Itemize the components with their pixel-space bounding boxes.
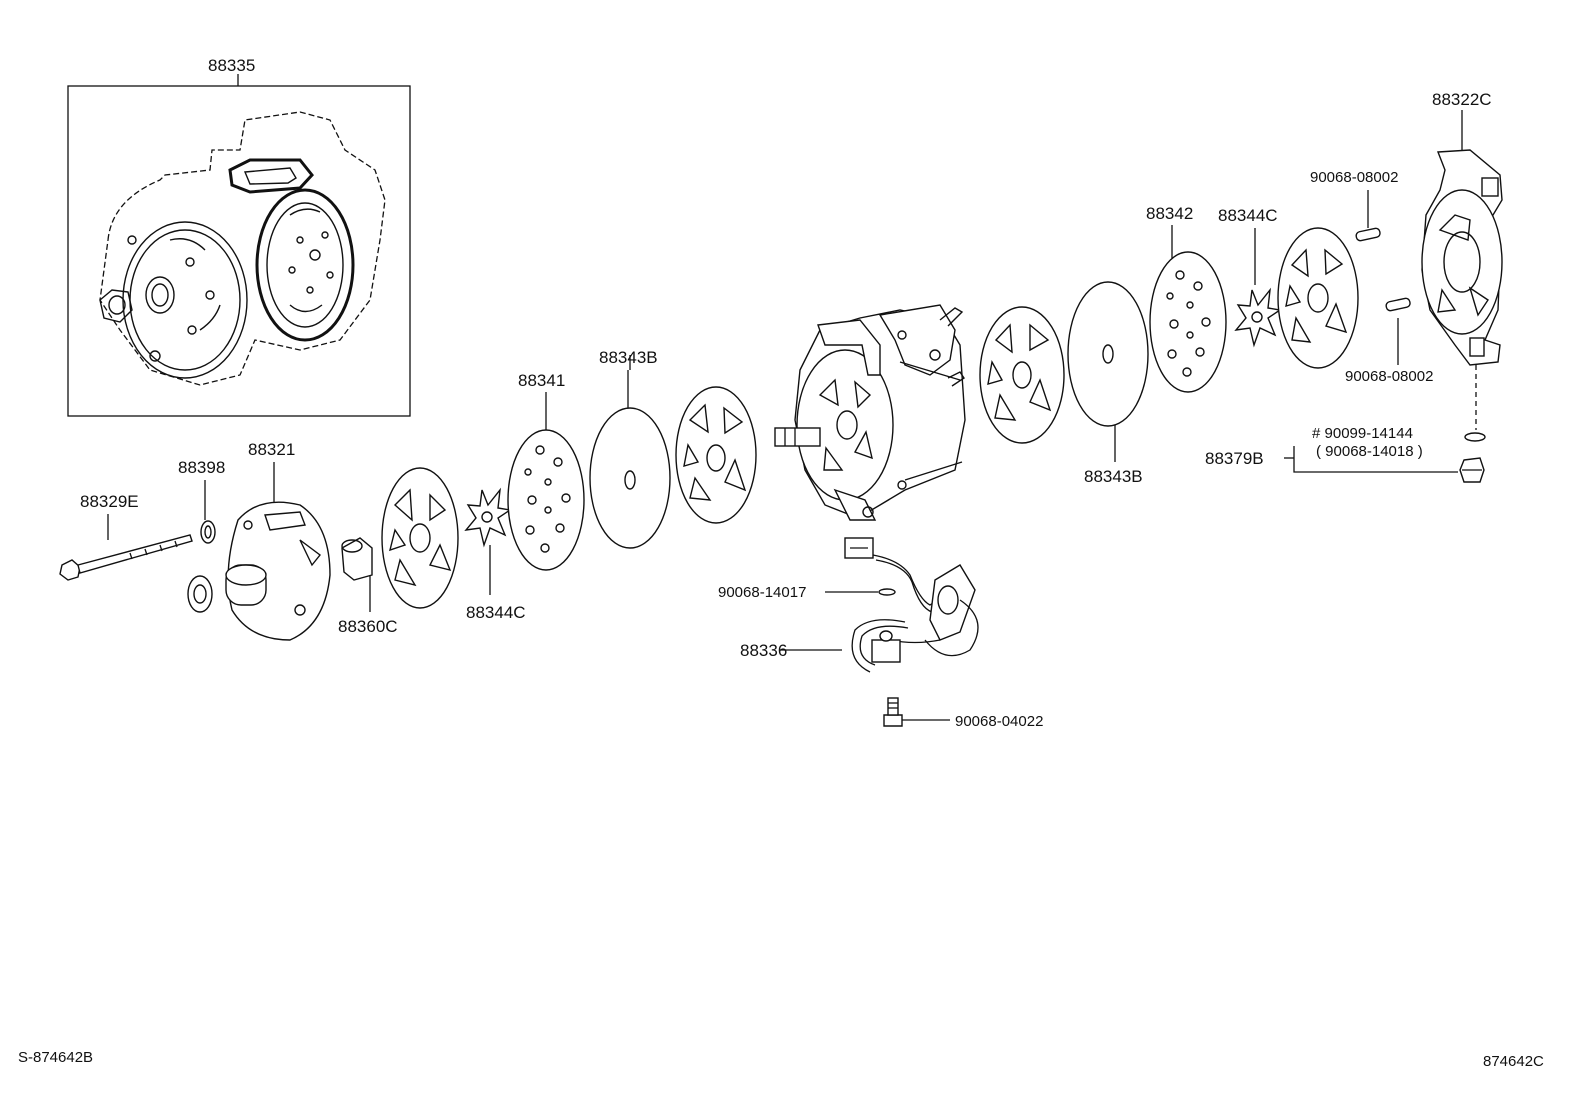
label-88379B: 88379B [1205, 449, 1264, 468]
reed-valve-88344C-right [1234, 228, 1282, 348]
valve-plate-left [381, 467, 459, 609]
relief-valve-88379B [1284, 446, 1485, 483]
label-88329E: 88329E [80, 492, 139, 511]
gasket-kit-box [67, 74, 411, 417]
label-88336: 88336 [740, 641, 787, 660]
label-88398: 88398 [178, 458, 225, 477]
footer-code-right: 874642C [1483, 1053, 1544, 1070]
valve-plate-88341 [507, 392, 585, 571]
screw-90068-04022 [883, 697, 950, 727]
shaft-seal-88360C [341, 537, 373, 612]
label-90068-04022: 90068-04022 [955, 713, 1043, 730]
label-90068-08002-top: 90068-08002 [1310, 169, 1398, 186]
label-88344C-left: 88344C [466, 603, 526, 622]
gasket-88343B-right [1067, 281, 1149, 462]
suction-valve-plate [1277, 227, 1359, 369]
gasket-88343B-left [589, 370, 671, 549]
label-90099-14144: # 90099-14144 [1312, 425, 1413, 442]
front-housing-88321 [225, 462, 331, 641]
pin-bottom [1385, 297, 1411, 365]
footer-code-left: S-874642B [18, 1049, 93, 1066]
compressor-body [774, 304, 966, 521]
label-90068-14017: 90068-14017 [718, 584, 806, 601]
washer-88398 [200, 480, 216, 544]
label-88343B-right: 88343B [1084, 467, 1143, 486]
shaft-seal [187, 575, 213, 613]
label-88322C: 88322C [1432, 90, 1492, 109]
label-88335: 88335 [208, 56, 255, 75]
valve-plate-88342 [1149, 225, 1227, 393]
rear-housing-88322C [1421, 110, 1503, 442]
through-bolt-88329E [59, 514, 193, 581]
label-88321: 88321 [248, 440, 295, 459]
cylinder-head-plate [675, 386, 757, 524]
label-90068-08002-bottom: 90068-08002 [1345, 368, 1433, 385]
pin-top [1355, 190, 1381, 242]
label-88342: 88342 [1146, 204, 1193, 223]
label-88343B-left: 88343B [599, 348, 658, 367]
label-88341: 88341 [518, 371, 565, 390]
valve-plate-right [979, 306, 1065, 444]
switch-harness-88336 [780, 537, 979, 673]
label-88360C: 88360C [338, 617, 398, 636]
reed-valve-88344C-left [464, 487, 512, 595]
label-90068-14018: ( 90068-14018 ) [1316, 443, 1423, 460]
label-88344C-right: 88344C [1218, 206, 1278, 225]
